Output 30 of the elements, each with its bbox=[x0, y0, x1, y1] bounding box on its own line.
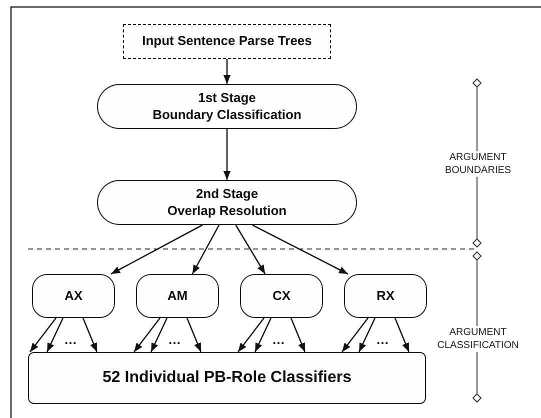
arrow bbox=[223, 129, 231, 180]
input-box: Input Sentence Parse Trees bbox=[123, 24, 331, 59]
arrow bbox=[341, 318, 369, 352]
arrow bbox=[235, 224, 266, 274]
arrow bbox=[82, 318, 98, 352]
process-box: CX bbox=[240, 274, 323, 318]
arrow bbox=[150, 318, 168, 352]
arrow bbox=[133, 318, 161, 352]
arrow bbox=[252, 224, 348, 275]
process-stage: 1st Stage Boundary Classification bbox=[97, 84, 357, 129]
arrow bbox=[46, 318, 64, 352]
arrow bbox=[192, 224, 220, 274]
arrow bbox=[358, 318, 376, 352]
arrow bbox=[254, 318, 272, 352]
ellipsis-mark: … bbox=[376, 333, 389, 346]
arrow bbox=[29, 318, 57, 352]
arrow bbox=[223, 59, 231, 84]
arrow bbox=[186, 318, 202, 352]
process-stage: 2nd Stage Overlap Resolution bbox=[97, 180, 357, 225]
process-box: RX bbox=[344, 274, 427, 318]
arrow bbox=[394, 318, 410, 352]
ellipsis-mark: … bbox=[64, 333, 77, 346]
process-box: 52 Individual PB-Role Classifiers bbox=[28, 352, 426, 404]
process-box: AX bbox=[32, 274, 115, 318]
arrow bbox=[110, 224, 203, 275]
arrow bbox=[237, 318, 265, 352]
ellipsis-mark: … bbox=[272, 333, 285, 346]
process-box: AM bbox=[136, 274, 219, 318]
ellipsis-mark: … bbox=[168, 333, 181, 346]
arrow bbox=[290, 318, 306, 352]
